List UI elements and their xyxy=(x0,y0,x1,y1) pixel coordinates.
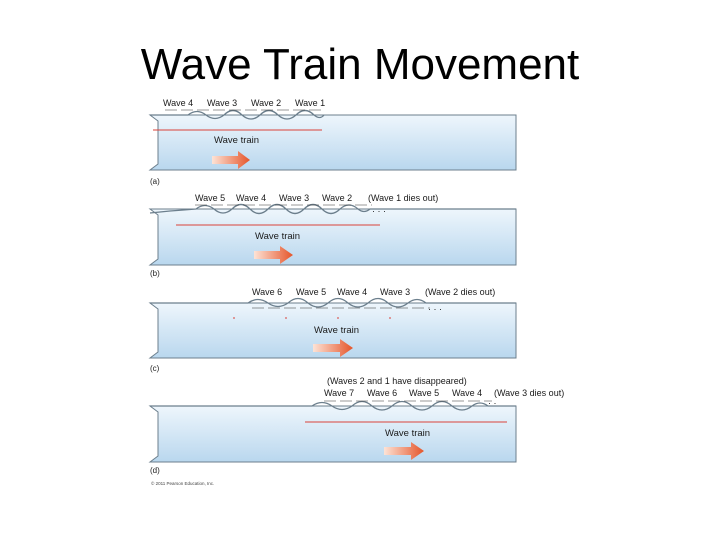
wave-train-label: Wave train xyxy=(385,428,430,439)
wave-label: Wave 7 xyxy=(324,388,354,398)
copyright-credit: © 2011 Pearson Education, Inc. xyxy=(151,480,214,486)
wave-label: Wave 4 xyxy=(337,287,367,297)
wave-train-label: Wave train xyxy=(255,231,300,242)
dots: · · · xyxy=(428,304,442,314)
water-box xyxy=(150,115,516,170)
panel-letter: (c) xyxy=(150,364,160,373)
water-box xyxy=(150,406,516,462)
water-box xyxy=(150,209,516,265)
dots: · · xyxy=(488,398,497,408)
wave-label: Wave 5 xyxy=(409,388,439,398)
panel-d: · · (Waves 2 and 1 have disappeared) Wav… xyxy=(150,376,564,475)
wave-train-label: Wave train xyxy=(314,325,359,336)
wave-label: Wave 2 xyxy=(251,98,281,108)
wave-label: Wave 4 xyxy=(236,193,266,203)
dies-out-note: (Wave 2 dies out) xyxy=(425,287,495,297)
panel-a: Wave 4 Wave 3 Wave 2 Wave 1 Wave train (… xyxy=(150,98,516,186)
dies-out-note: (Wave 1 dies out) xyxy=(368,193,438,203)
panel-letter: (b) xyxy=(150,269,160,278)
panel-letter: (d) xyxy=(150,466,160,475)
wave-label: Wave 5 xyxy=(296,287,326,297)
wave-label: Wave 6 xyxy=(367,388,397,398)
wave-label: Wave 3 xyxy=(207,98,237,108)
wave-train-label: Wave train xyxy=(214,135,259,146)
wave-label: Wave 5 xyxy=(195,193,225,203)
wave-label: Wave 3 xyxy=(279,193,309,203)
dies-out-note: (Wave 3 dies out) xyxy=(494,388,564,398)
dots: · · · xyxy=(372,206,386,216)
wave-label: Wave 4 xyxy=(452,388,482,398)
disappeared-note: (Waves 2 and 1 have disappeared) xyxy=(327,376,467,386)
wave-label: Wave 4 xyxy=(163,98,193,108)
wave-label: Wave 6 xyxy=(252,287,282,297)
panel-c: · · · Wave 6 Wave 5 Wave 4 Wave 3 (Wave … xyxy=(150,287,516,373)
wave-label: Wave 1 xyxy=(295,98,325,108)
wave-label: Wave 2 xyxy=(322,193,352,203)
panel-letter: (a) xyxy=(150,177,160,186)
wave-label: Wave 3 xyxy=(380,287,410,297)
panel-b: · · · Wave 5 Wave 4 Wave 3 Wave 2 (Wave … xyxy=(150,193,516,278)
